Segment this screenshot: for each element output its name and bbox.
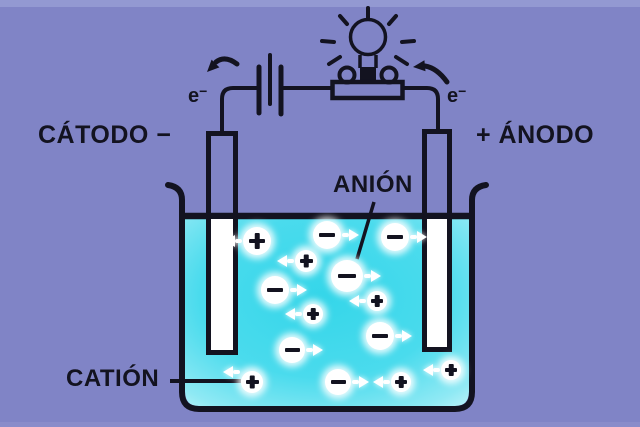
- anion: [325, 369, 369, 395]
- ion-direction-arrow: [352, 376, 369, 388]
- anion-pointer-line: [355, 201, 376, 260]
- electrolyte-solution: [185, 219, 469, 406]
- anion: [331, 260, 381, 292]
- cation: [225, 227, 271, 255]
- anion: [366, 322, 412, 350]
- anion: [279, 337, 323, 363]
- electron-charge: −: [199, 83, 208, 99]
- ion-direction-arrow: [342, 229, 359, 241]
- cation: [423, 360, 461, 380]
- cation-label: CATIÓN: [66, 365, 160, 392]
- battery-icon: [256, 53, 284, 117]
- light-bulb-icon: [320, 6, 416, 101]
- ion-direction-arrow: [395, 330, 412, 342]
- anion: [313, 221, 359, 249]
- ion-direction-arrow: [349, 295, 366, 307]
- ion-direction-arrow: [223, 366, 240, 378]
- electron-charge: −: [458, 83, 467, 99]
- cation: [285, 304, 323, 324]
- ion-direction-arrow: [285, 308, 302, 320]
- bulb-rays: [320, 6, 416, 66]
- anion: [261, 276, 307, 304]
- electron-symbol: e: [188, 85, 200, 107]
- anion-label: ANIÓN: [333, 171, 413, 198]
- ion-direction-arrow: [364, 270, 381, 282]
- cation: [373, 372, 411, 392]
- ion-direction-arrow: [225, 235, 242, 247]
- electron-symbol: e: [447, 85, 459, 107]
- cation: [349, 291, 387, 311]
- ion-direction-arrow: [410, 231, 427, 243]
- electron-label-left: e−: [188, 84, 207, 106]
- ion-direction-arrow: [423, 364, 440, 376]
- cathode-label: CÁTODO −: [38, 121, 172, 149]
- electron-flow-arrow-left: [207, 56, 240, 72]
- circuit-wires: [220, 86, 440, 134]
- ion-direction-arrow: [306, 344, 323, 356]
- ion-direction-arrow: [290, 284, 307, 296]
- beaker-outline: [165, 182, 489, 412]
- cation: [277, 250, 317, 272]
- anion: [381, 223, 427, 251]
- cation: [223, 366, 263, 393]
- anode-label: + ÁNODO: [476, 121, 595, 149]
- ion-direction-arrow: [277, 255, 294, 267]
- ion-direction-arrow: [373, 376, 390, 388]
- electron-flow-arrow-right: [413, 60, 450, 85]
- electron-label-right: e−: [447, 84, 466, 106]
